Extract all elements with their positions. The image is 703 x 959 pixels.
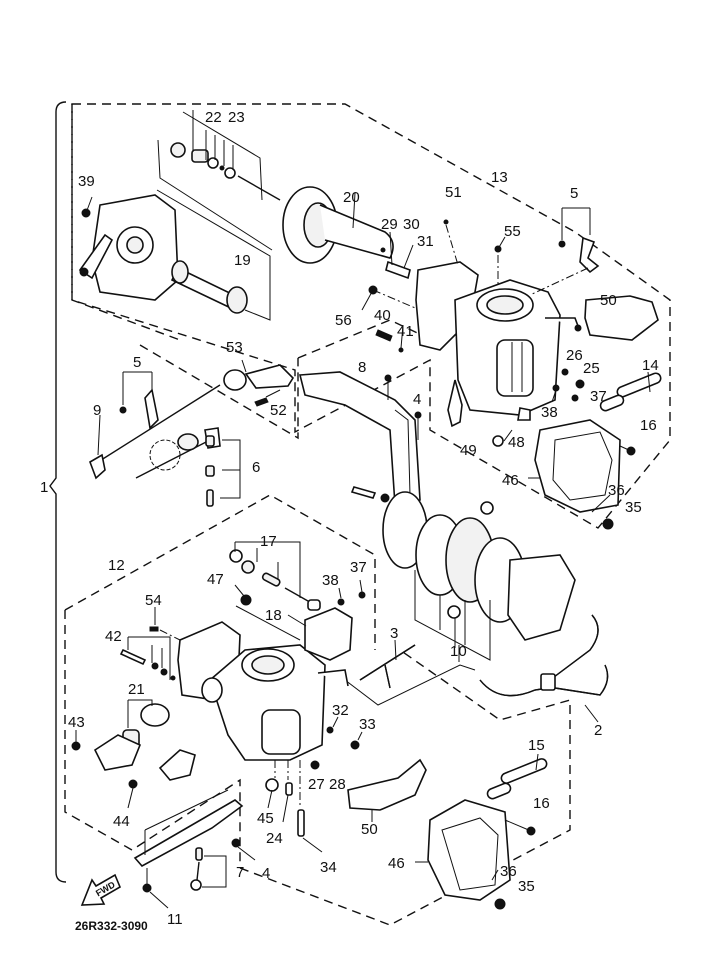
link-bracket-lower [133, 789, 256, 909]
callout-18: 18 [265, 607, 282, 624]
callout-4a: 4 [413, 391, 421, 408]
forward-direction-arrow: FWD [80, 873, 122, 906]
callout-48: 48 [508, 434, 525, 451]
callout-39: 39 [78, 173, 95, 190]
callout-35a: 35 [625, 499, 642, 516]
callout-37a: 37 [590, 388, 607, 405]
callout-25: 25 [583, 360, 600, 377]
drawing-code: 26R332-3090 [75, 919, 148, 933]
callout-29: 29 [381, 216, 398, 233]
callout-13: 13 [491, 169, 508, 186]
spring-coil-19 [171, 260, 248, 314]
callout-47: 47 [207, 571, 224, 588]
callout-9: 9 [93, 402, 101, 419]
callout-37b: 37 [350, 559, 367, 576]
callout-52: 52 [270, 402, 287, 419]
callout-56: 56 [335, 312, 352, 329]
callout-51: 51 [445, 184, 462, 201]
assembly-bracket-1 [49, 101, 67, 883]
callout-32: 32 [332, 702, 349, 719]
callout-28: 28 [329, 776, 346, 793]
callout-38a: 38 [541, 404, 558, 421]
callout-40: 40 [374, 307, 391, 324]
callout-5b: 5 [133, 354, 141, 371]
callout-53: 53 [226, 339, 243, 356]
callout-15: 15 [528, 737, 545, 754]
callout-1: 1 [40, 479, 48, 496]
callout-14: 14 [642, 357, 659, 374]
callout-labels: 1 2 3 4 4 5 5 6 7 8 9 10 11 12 13 14 15 … [40, 109, 659, 928]
callout-50b: 50 [361, 821, 378, 838]
callout-30: 30 [403, 216, 420, 233]
callout-16a: 16 [640, 417, 657, 434]
callout-19: 19 [234, 252, 251, 269]
callout-2: 2 [594, 722, 602, 739]
small-pins-screws [361, 231, 506, 353]
callout-55: 55 [504, 223, 521, 240]
callout-5a: 5 [570, 185, 578, 202]
callout-7: 7 [236, 864, 244, 881]
callout-41: 41 [397, 323, 414, 340]
group-boundaries [64, 103, 671, 926]
callout-54: 54 [145, 592, 162, 609]
callout-26: 26 [566, 347, 583, 364]
carburetor-body-13 [415, 207, 662, 530]
callout-35b: 35 [518, 878, 535, 895]
callout-4b: 4 [262, 865, 270, 882]
callout-12: 12 [108, 557, 125, 574]
callout-42: 42 [105, 628, 122, 645]
carburetor-body-12 [71, 541, 366, 853]
callout-44: 44 [113, 813, 130, 830]
callout-45: 45 [257, 810, 274, 827]
callout-46a: 46 [502, 472, 519, 489]
callout-21: 21 [128, 681, 145, 698]
callout-11: 11 [167, 911, 183, 928]
callout-10: 10 [450, 643, 467, 660]
callout-24: 24 [266, 830, 283, 847]
callout-38b: 38 [322, 572, 339, 589]
callout-31: 31 [417, 233, 434, 250]
callout-34: 34 [320, 859, 337, 876]
callout-50a: 50 [600, 292, 617, 309]
callout-3: 3 [390, 625, 398, 642]
callout-6: 6 [252, 459, 260, 476]
lower-float-chamber [347, 753, 548, 910]
callout-49: 49 [460, 442, 477, 459]
callout-36a: 36 [608, 482, 625, 499]
hoses-2-3 [344, 614, 609, 723]
callout-17: 17 [260, 533, 277, 550]
callout-23: 23 [228, 109, 245, 126]
callout-27: 27 [308, 776, 325, 793]
intake-manifold-reed-assembly [298, 371, 576, 661]
callout-46b: 46 [388, 855, 405, 872]
throttle-lever-group [89, 359, 295, 507]
callout-16b: 16 [533, 795, 550, 812]
callout-36b: 36 [500, 863, 517, 880]
callout-22: 22 [205, 109, 222, 126]
callout-33: 33 [359, 716, 376, 733]
callout-43: 43 [68, 714, 85, 731]
callout-20: 20 [343, 189, 360, 206]
carb-top-cover-assembly [78, 110, 394, 321]
callout-8: 8 [358, 359, 366, 376]
